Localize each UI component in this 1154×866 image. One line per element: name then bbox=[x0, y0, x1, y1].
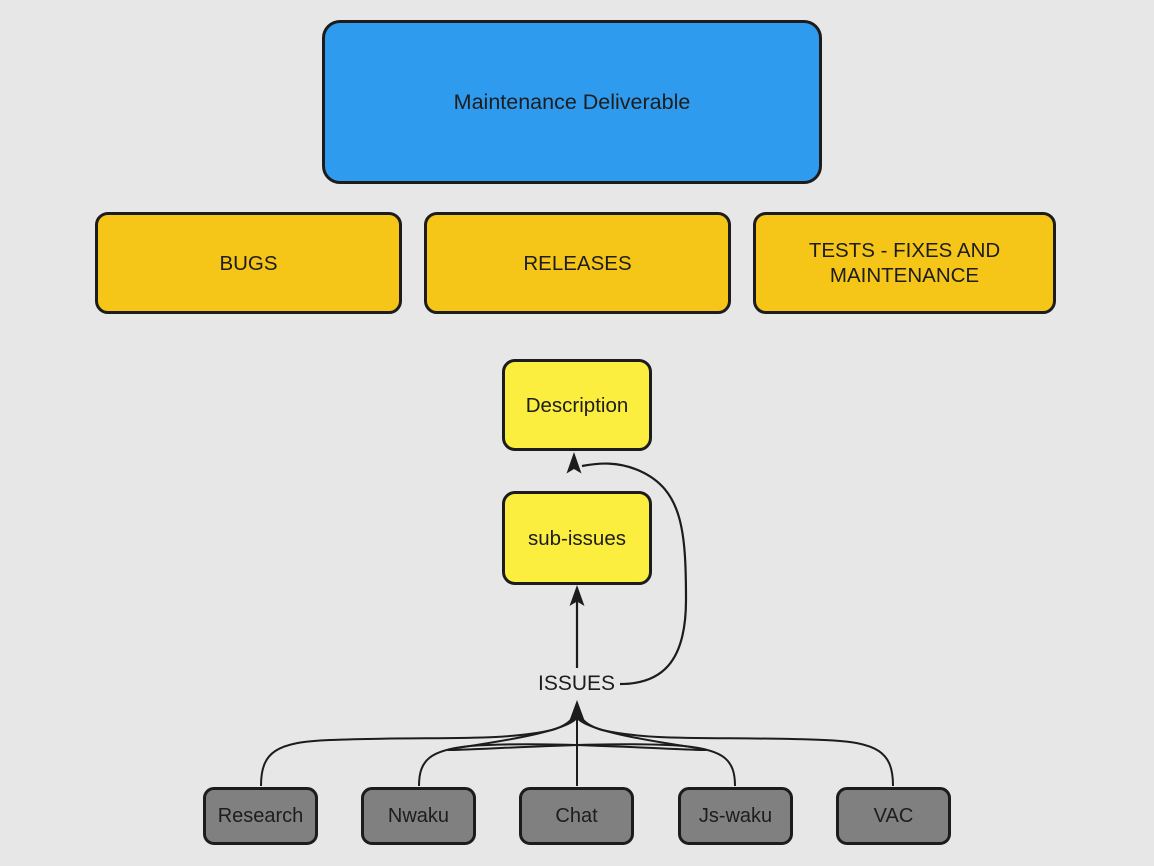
node-vac[interactable]: VAC bbox=[836, 787, 951, 845]
node-label: Nwaku bbox=[387, 804, 450, 827]
node-label: Chat bbox=[555, 804, 598, 827]
node-label: Description bbox=[525, 393, 629, 417]
edge-label-text: ISSUES bbox=[538, 672, 616, 695]
node-releases[interactable]: RELEASES bbox=[424, 212, 731, 314]
node-label: VAC bbox=[873, 804, 914, 827]
edge-issues-to-sub-issues bbox=[569, 585, 585, 668]
node-label: Maintenance Deliverable bbox=[453, 89, 691, 114]
arrowhead-issues-junction bbox=[568, 700, 586, 723]
node-label-multiline: TESTS - FIXES AND MAINTENANCE bbox=[809, 238, 1000, 288]
node-maintenance-deliverable[interactable]: Maintenance Deliverable bbox=[322, 20, 822, 184]
edge-research-to-issues bbox=[260, 711, 577, 787]
edge-jswaku-to-issues bbox=[447, 711, 736, 787]
node-label: Js-waku bbox=[698, 804, 773, 827]
edge-label-issues: ISSUES bbox=[536, 672, 618, 695]
node-bugs[interactable]: BUGS bbox=[95, 212, 402, 314]
node-label: BUGS bbox=[219, 251, 278, 275]
node-js-waku[interactable]: Js-waku bbox=[678, 787, 793, 845]
node-label: Research bbox=[217, 804, 304, 827]
node-label: RELEASES bbox=[523, 251, 632, 275]
edge-vac-to-issues bbox=[577, 711, 894, 787]
node-chat[interactable]: Chat bbox=[519, 787, 634, 845]
node-label: sub-issues bbox=[528, 526, 626, 550]
edge-nwaku-to-issues bbox=[418, 711, 707, 787]
node-sub-issues[interactable]: sub-issues bbox=[502, 491, 652, 585]
node-tests-fixes-and-maintenance[interactable]: TESTS - FIXES AND MAINTENANCE bbox=[753, 212, 1056, 314]
node-nwaku[interactable]: Nwaku bbox=[361, 787, 476, 845]
node-label-line-1: TESTS - FIXES AND bbox=[808, 239, 1001, 262]
node-label-line-2: MAINTENANCE bbox=[829, 264, 980, 287]
node-description[interactable]: Description bbox=[502, 359, 652, 451]
node-research[interactable]: Research bbox=[203, 787, 318, 845]
